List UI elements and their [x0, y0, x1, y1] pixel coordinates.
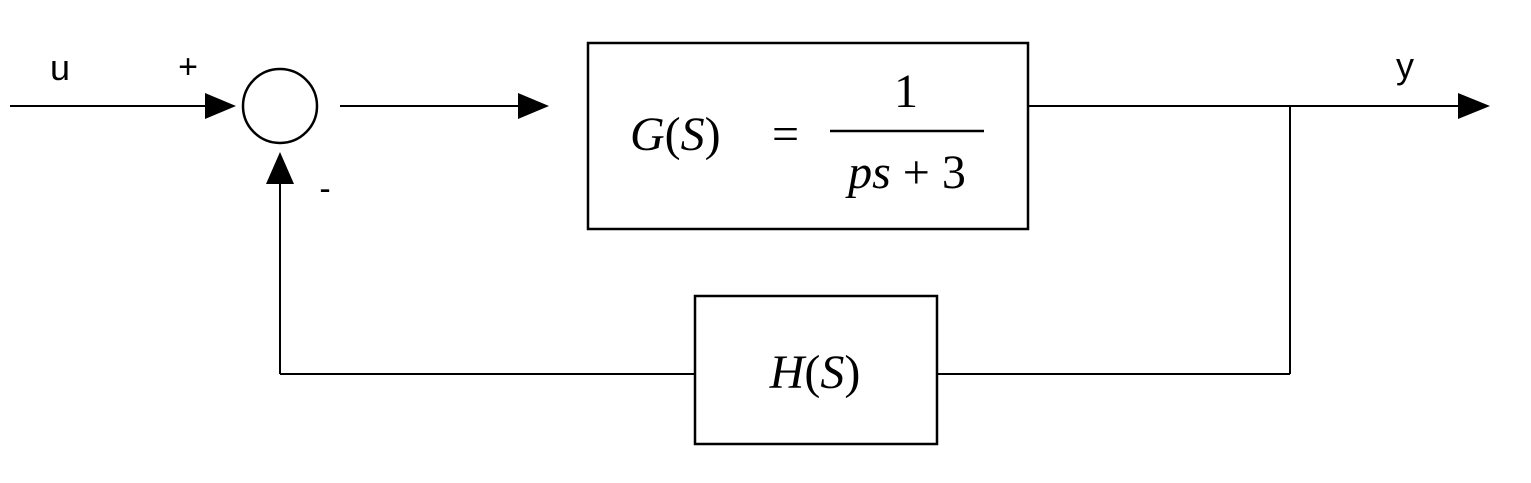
output-label: y — [1396, 45, 1414, 86]
input-arrowhead — [205, 93, 236, 119]
plant-lhs-g: G — [630, 108, 665, 161]
minus-sign: - — [319, 170, 330, 208]
input-label: u — [50, 47, 70, 88]
plant-denominator: ps+3 — [845, 146, 966, 199]
plant-lhs-close-paren: ) — [705, 108, 721, 161]
feedback-close-paren: ) — [844, 346, 860, 399]
denominator-s: s — [872, 146, 891, 199]
summing-junction — [241, 67, 319, 145]
feedback-arrowhead — [266, 152, 294, 184]
output-arrowhead — [1458, 93, 1490, 119]
error-arrowhead — [518, 93, 549, 119]
plant-lhs: G(S) — [630, 108, 721, 161]
feedback-block — [693, 294, 939, 446]
plant-lhs-open-paren: ( — [665, 108, 681, 161]
feedback-s: S — [820, 346, 844, 399]
plant-equals: = — [772, 108, 799, 161]
feedback-label: H(S) — [769, 346, 861, 399]
plant-numerator: 1 — [894, 65, 918, 118]
plus-sign: + — [178, 48, 198, 86]
feedback-open-paren: ( — [804, 346, 820, 399]
denominator-p: p — [845, 146, 872, 199]
plant-block — [586, 41, 1030, 231]
feedback-h: H — [769, 346, 807, 399]
denominator-plus: + — [903, 146, 930, 199]
denominator-three: 3 — [942, 146, 966, 199]
plant-lhs-s: S — [681, 108, 705, 161]
